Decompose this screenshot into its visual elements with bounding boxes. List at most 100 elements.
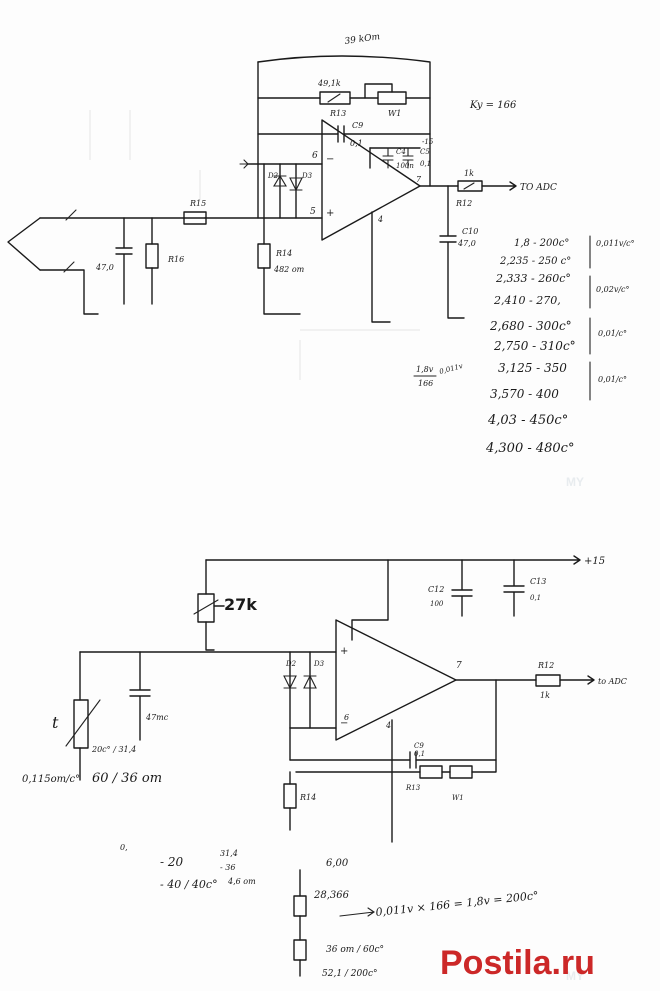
minus15-label: -15 <box>422 138 434 146</box>
bottom-r14-resistor <box>283 783 297 809</box>
thermistor-symbol: t <box>52 713 59 732</box>
divider-bottom-resistor <box>293 939 307 961</box>
watermarks: MY MY Postila.ru <box>440 475 595 983</box>
table-row: 2,750 - 310c° <box>493 339 576 353</box>
sensor-note: 20c° / 31,4 <box>91 745 136 754</box>
gain-equation: 0,011v × 166 = 1,8v = 200c° <box>375 889 539 919</box>
watermark-my: MY <box>566 475 584 489</box>
top-r12-value: 1k <box>464 169 474 178</box>
c15-value: 0,1 <box>420 160 431 168</box>
r13-label: R13 <box>329 109 346 118</box>
pot-27k <box>197 593 215 623</box>
bottom-d2-label: D2 <box>285 660 297 668</box>
watermark-my: MY <box>566 969 584 983</box>
c12-label: C12 <box>428 585 444 594</box>
d3-diode <box>289 177 303 192</box>
c14-label: C4 <box>396 148 406 156</box>
feedback-resistance-label: 39 kOm <box>344 32 381 47</box>
top-pin4: 4 <box>377 215 383 224</box>
formula-result: 0,011v <box>438 362 463 376</box>
input-cap-value: 47,0 <box>95 263 114 272</box>
slope-note: 0,01/c° <box>598 375 627 384</box>
r14-label: R14 <box>275 249 292 258</box>
divider-top-resistor <box>293 895 307 917</box>
divider-bottom: 36 om / 60c° <box>326 945 384 955</box>
svg-text:−: − <box>326 154 334 165</box>
top-pin6: 6 <box>312 151 318 161</box>
svg-text:−: − <box>340 718 348 729</box>
table-row: 3,125 - 350 <box>498 361 567 375</box>
top-pin7: 7 <box>416 175 422 184</box>
r16-resistor <box>145 243 159 269</box>
table-row: 2,235 - 250 c° <box>499 256 571 267</box>
plus15-label: +15 <box>584 556 605 567</box>
r14-resistor <box>257 243 271 269</box>
formula-denominator: 166 <box>418 379 433 388</box>
pot-27k-label: 27k <box>224 595 257 614</box>
c13-label: C13 <box>530 577 546 586</box>
bottom-c9-value: 0,1 <box>414 750 425 758</box>
divider-top: 6,00 <box>326 858 349 869</box>
r13-resistor <box>319 91 351 105</box>
bottom-op-amp <box>335 619 457 741</box>
bottom-pin6: 6 <box>344 713 349 722</box>
c15-label: C5 <box>420 148 430 156</box>
c10-label: C10 <box>462 227 478 236</box>
bottom-r12-label: R12 <box>537 661 554 670</box>
c12-value: 100 <box>430 600 444 608</box>
r15-resistor <box>183 211 207 225</box>
c10-value: 47,0 <box>457 239 476 248</box>
formula-numerator: 1,8v <box>416 365 434 374</box>
bottom-d2-diode <box>283 675 297 690</box>
top-to-adc: TO ADC <box>520 183 557 193</box>
w1-label: W1 <box>388 109 401 118</box>
bottom-r13-resistor <box>419 765 443 779</box>
sensor-slope: 0,115om/c° <box>22 774 80 785</box>
calc-note: - 36 <box>220 863 235 872</box>
watermark-postila: Postila.ru <box>440 944 595 982</box>
bottom-r13-label: R13 <box>405 784 421 792</box>
bottom-cap-value: 47mc <box>145 713 169 722</box>
bottom-pin4: 4 <box>385 721 391 730</box>
r16-label: R16 <box>167 255 184 264</box>
bottom-d3-label: D3 <box>313 660 325 668</box>
w1-potentiometer <box>377 91 407 105</box>
paper-artifacts <box>89 110 420 380</box>
table-row: 2,680 - 300c° <box>489 319 572 333</box>
calc-note: - 40 / 40c° <box>160 878 218 891</box>
top-r12-label: R12 <box>455 199 472 208</box>
d3-label: D3 <box>301 172 313 180</box>
table-row: 2,410 - 270, <box>493 294 561 307</box>
d2-diode <box>273 174 287 187</box>
c9-label: C9 <box>352 121 363 130</box>
thermistor <box>73 699 89 749</box>
calc-note: - 20 <box>160 855 184 869</box>
svg-text:+: + <box>326 208 334 219</box>
table-row: 4,03 - 450c° <box>487 413 568 428</box>
sensor-note: 60 / 36 om <box>92 771 162 786</box>
table-row: 3,570 - 400 <box>490 387 559 401</box>
bottom-w1-potentiometer <box>449 765 473 779</box>
r14-value: 482 om <box>273 265 305 274</box>
r15-label: R15 <box>189 199 206 208</box>
bottom-circuit: +15 C12 100 C13 0,1 27k t 47mc + − 7 4 6 <box>22 555 627 979</box>
bottom-r12-resistor <box>535 674 561 687</box>
c14-value: 100n <box>396 162 414 170</box>
table-row: 4,300 - 480c° <box>485 441 574 456</box>
d2-label: D2 <box>267 172 279 180</box>
note-zero: 0, <box>120 843 128 852</box>
bottom-r12-value: 1k <box>540 691 550 700</box>
calc-note: 4,6 om <box>227 877 256 886</box>
bottom-r14-label: R14 <box>299 793 316 802</box>
table-row: 1,8 - 200c° <box>514 238 569 249</box>
calc-note: 31,4 <box>220 849 238 858</box>
r13-value: 49,1k <box>317 79 341 88</box>
bottom-d3-diode <box>303 674 317 689</box>
divider-last: 52,1 / 200c° <box>322 969 378 979</box>
gain-label: Ky = 166 <box>469 100 517 111</box>
svg-text:+: + <box>340 646 348 657</box>
slope-note: 0,01/c° <box>598 329 627 338</box>
bottom-pin7: 7 <box>456 661 462 671</box>
